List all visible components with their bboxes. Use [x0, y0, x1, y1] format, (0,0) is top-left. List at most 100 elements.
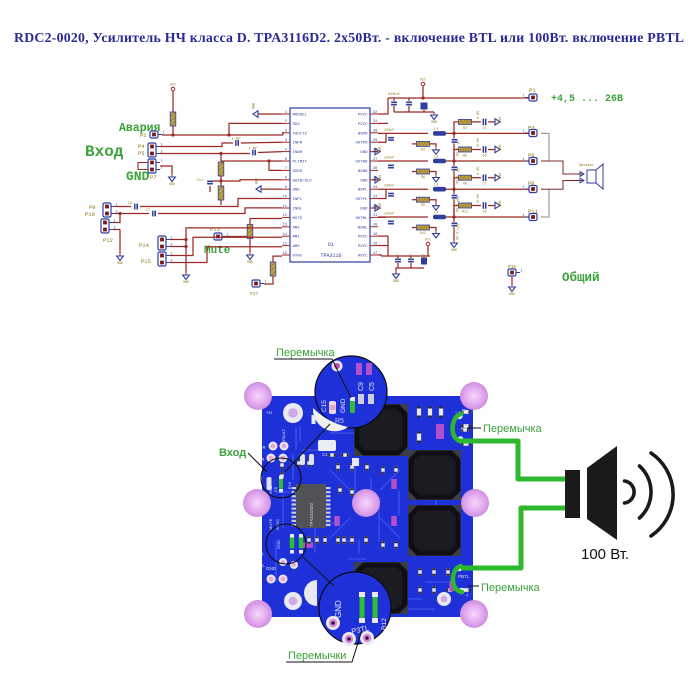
- svg-text:15: 15: [283, 242, 287, 246]
- svg-text:1 mF: 1 mF: [248, 147, 258, 151]
- svg-text:9: 9: [285, 186, 287, 190]
- svg-text:C23: C23: [395, 254, 399, 260]
- svg-text:7: 7: [285, 167, 287, 171]
- svg-text:1: 1: [522, 186, 524, 190]
- svg-text:5: 5: [285, 148, 287, 152]
- svg-text:P10: P10: [85, 211, 95, 218]
- svg-text:1: 1: [265, 281, 267, 285]
- svg-text:2: 2: [285, 120, 287, 124]
- svg-text:GND: GND: [253, 103, 257, 109]
- svg-text:BSPL: BSPL: [358, 189, 368, 193]
- svg-text:R6: R6: [421, 175, 425, 179]
- svg-text:P12: P12: [103, 237, 113, 244]
- svg-text:BSNL: BSNL: [358, 226, 368, 230]
- svg-text:AM0: AM0: [293, 245, 301, 249]
- svg-text:D1: D1: [328, 242, 334, 248]
- svg-text:24: 24: [373, 186, 377, 190]
- svg-text:GND: GND: [266, 566, 277, 571]
- svg-text:C11: C11: [455, 224, 459, 230]
- svg-text:Перемычки: Перемычки: [288, 650, 346, 662]
- svg-text:Speaker: Speaker: [579, 163, 594, 168]
- svg-text:R+: R+: [462, 408, 468, 413]
- svg-text:32: 32: [373, 111, 377, 115]
- svg-text:2: 2: [171, 244, 173, 248]
- svg-text:C5: C5: [369, 382, 376, 391]
- svg-text:MUTE: MUTE: [268, 518, 273, 530]
- svg-text:OUTNR: OUTNR: [355, 161, 368, 165]
- svg-text:R5: R5: [463, 155, 467, 159]
- svg-text:P14: P14: [139, 242, 150, 249]
- svg-text:INPL: INPL: [293, 198, 303, 202]
- svg-text:TPA3116: TPA3116: [320, 253, 341, 259]
- svg-text:0.05: 0.05: [477, 138, 481, 146]
- svg-text:GND: GND: [360, 151, 368, 155]
- svg-text:GND: GND: [377, 203, 381, 209]
- svg-text:SYNC: SYNC: [275, 519, 280, 530]
- svg-text:GND: GND: [497, 117, 501, 123]
- svg-text:R5: R5: [335, 418, 344, 425]
- svg-text:C8: C8: [455, 140, 459, 144]
- svg-text:0.68: 0.68: [455, 232, 459, 240]
- svg-text:R9: R9: [421, 203, 425, 207]
- svg-text:Общий: Общий: [562, 270, 600, 285]
- svg-text:Перемычка: Перемычка: [483, 423, 543, 435]
- svg-text:GND: GND: [247, 261, 253, 265]
- svg-text:0.68: 0.68: [455, 148, 459, 156]
- svg-text:P11: P11: [528, 208, 539, 215]
- svg-text:GVDD: GVDD: [293, 170, 303, 174]
- svg-text:MUTE: MUTE: [293, 217, 303, 221]
- svg-text:1: 1: [522, 95, 524, 99]
- svg-text:PVCC: PVCC: [358, 245, 368, 249]
- svg-text:1: 1: [116, 204, 118, 208]
- svg-text:INNR: INNR: [293, 151, 303, 155]
- svg-text:GND: GND: [269, 485, 273, 494]
- svg-text:3: 3: [285, 130, 287, 134]
- svg-text:L4: L4: [434, 212, 438, 216]
- svg-text:-L: -L: [261, 563, 265, 568]
- svg-text:20: 20: [373, 224, 377, 228]
- svg-text:0.05: 0.05: [477, 194, 481, 202]
- svg-text:RDC2-0020, Усилитель НЧ класса: RDC2-0020, Усилитель НЧ класса D. TPA311…: [14, 30, 684, 45]
- svg-text:0.05: 0.05: [477, 167, 481, 175]
- svg-text:27: 27: [373, 158, 377, 162]
- svg-text:PVCC: PVCC: [358, 114, 368, 118]
- svg-text:MODSEL: MODSEL: [293, 114, 308, 118]
- svg-text:GND: GND: [509, 293, 515, 297]
- svg-text:GND: GND: [256, 178, 260, 184]
- svg-text:0.05: 0.05: [477, 111, 481, 119]
- svg-text:P4: P4: [138, 143, 145, 150]
- svg-text:P16: P16: [508, 264, 516, 270]
- svg-text:16: 16: [283, 252, 287, 256]
- svg-text:GND: GND: [497, 173, 501, 179]
- svg-text:BTL: BTL: [461, 426, 469, 431]
- svg-text:C11: C11: [197, 179, 203, 183]
- svg-text:100 Вт.: 100 Вт.: [581, 546, 629, 563]
- svg-text:1: 1: [522, 130, 524, 134]
- svg-text:1: 1: [522, 214, 524, 218]
- svg-text:Mute: Mute: [204, 245, 231, 257]
- svg-text:+R: +R: [260, 445, 265, 450]
- svg-text:C15: C15: [321, 400, 328, 412]
- svg-text:1: 1: [522, 158, 524, 162]
- svg-text:C26: C26: [408, 254, 412, 260]
- svg-text:L3: L3: [434, 184, 438, 188]
- svg-text:C10: C10: [455, 196, 459, 202]
- svg-text:C9: C9: [274, 487, 278, 492]
- svg-text:R3: R3: [421, 147, 425, 151]
- svg-text:GND: GND: [360, 179, 368, 183]
- svg-text:GAIN/SLV: GAIN/SLV: [293, 178, 313, 183]
- svg-text:R11: R11: [462, 211, 468, 215]
- svg-text:C7: C7: [146, 209, 150, 213]
- svg-text:1: 1: [161, 160, 163, 164]
- svg-text:8: 8: [285, 177, 287, 181]
- svg-text:10: 10: [283, 195, 287, 199]
- svg-text:19: 19: [373, 233, 377, 237]
- svg-text:1: 1: [171, 237, 173, 241]
- svg-text:C9: C9: [358, 382, 365, 391]
- svg-text:AM2: AM2: [293, 226, 301, 230]
- svg-text:Перемычка: Перемычка: [481, 582, 541, 594]
- svg-text:17: 17: [373, 252, 377, 256]
- svg-text:GND: GND: [293, 189, 301, 193]
- svg-text:2: 2: [161, 167, 163, 171]
- svg-text:C9: C9: [128, 202, 132, 206]
